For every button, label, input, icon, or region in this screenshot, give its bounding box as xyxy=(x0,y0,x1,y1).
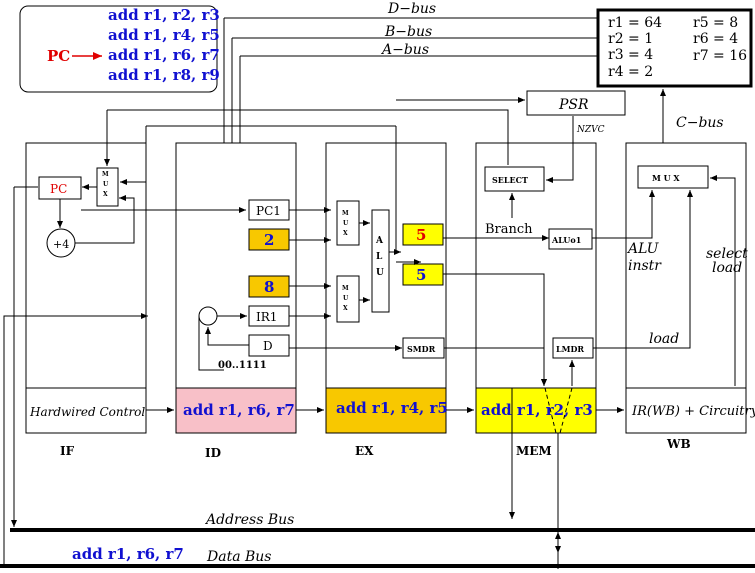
reg-r5: r5 = 8 xyxy=(693,15,738,31)
select-to-if-mux xyxy=(107,109,509,165)
if-mux-u: U xyxy=(103,181,109,188)
nzvc-label: NZVC xyxy=(576,125,605,135)
ex-instruction: add r1, r4, r5 xyxy=(336,399,448,417)
psr-label: PSR xyxy=(558,97,589,113)
data-bus-label: Data Bus xyxy=(206,549,271,565)
ir1-label: IR1 xyxy=(256,310,277,324)
if-mux-m: M xyxy=(102,171,109,178)
stage-if: IF xyxy=(60,444,75,458)
c-bus-label: C−bus xyxy=(676,115,724,131)
select-load-line2: load xyxy=(712,260,742,276)
d-bus-label: D−bus xyxy=(387,1,436,17)
alu-u: U xyxy=(376,268,384,278)
control-to-wb-mux xyxy=(710,175,736,386)
register-file xyxy=(596,8,753,88)
data-bus-instruction: add r1, r6, r7 xyxy=(72,545,184,563)
reg-r7: r7 = 16 xyxy=(693,48,747,64)
id-operand-a-value: 2 xyxy=(264,231,274,249)
select-load-line1: select xyxy=(706,246,748,262)
reg-r4: r4 = 2 xyxy=(608,64,653,80)
adder-to-mux xyxy=(75,195,135,244)
plus4-label: +4 xyxy=(53,238,69,251)
sign-extend xyxy=(198,306,218,326)
d-to-ext xyxy=(205,327,249,346)
aluo1-to-wb-mux xyxy=(592,190,655,239)
alu-l: L xyxy=(376,252,383,262)
mem-instruction: add r1, r2, r3 xyxy=(481,401,593,419)
b-bus-label: B−bus xyxy=(384,24,432,40)
stage-id: ID xyxy=(205,446,221,460)
reg-r6: r6 = 4 xyxy=(693,31,738,47)
id-instruction: add r1, r6, r7 xyxy=(183,401,295,419)
ex-mux-top-x: X xyxy=(343,230,348,237)
ext-loop xyxy=(198,316,224,371)
mem-dashed xyxy=(544,387,573,434)
mem-latch xyxy=(475,387,597,434)
ex-mux-bottom-x: X xyxy=(343,305,348,312)
lmdr-to-wb-mux xyxy=(593,190,693,349)
branch-label: Branch xyxy=(485,222,533,237)
stage-wb: WB xyxy=(666,437,691,451)
select-label: SELECT xyxy=(492,175,528,185)
smdr-to-mem xyxy=(444,347,547,386)
alu-a: A xyxy=(375,236,384,246)
a-bus-label: A−bus xyxy=(380,42,429,58)
program-line-4: add r1, r8, r9 xyxy=(108,66,220,84)
pc1-label: PC1 xyxy=(256,204,281,218)
ex-result-value: 5 xyxy=(416,226,426,244)
data-bus-to-if xyxy=(3,313,148,566)
id-operand-b-value: 8 xyxy=(264,278,274,296)
wb-mux xyxy=(637,165,709,189)
program-line-1: add r1, r2, r3 xyxy=(108,6,220,24)
psr-register xyxy=(526,90,626,116)
select-unit xyxy=(484,166,545,192)
imm-label: 00..1111 xyxy=(218,360,267,371)
wb-stage xyxy=(625,142,747,434)
alu-instr-line2: instr xyxy=(628,258,662,274)
ex-mux-top-m: M xyxy=(342,210,349,217)
aluo1-register xyxy=(548,228,593,250)
wb-mux-label: M U X xyxy=(652,173,680,183)
ex-mux-bottom-m: M xyxy=(342,285,349,292)
aluo1-label: ALUo1 xyxy=(551,235,581,245)
reg-r2: r2 = 1 xyxy=(608,31,653,47)
ex-mux-bottom-u: U xyxy=(343,295,349,302)
stage-ex: EX xyxy=(355,444,374,458)
load-label: load xyxy=(649,331,679,347)
reg-r1: r1 = 64 xyxy=(608,15,662,31)
program-box xyxy=(19,5,218,93)
pc-register-label: PC xyxy=(50,182,67,196)
program-line-3: add r1, r6, r7 xyxy=(108,46,220,64)
reg-r3: r3 = 4 xyxy=(608,47,653,63)
alu-instr-line1: ALU xyxy=(626,241,660,257)
ex-b-value: 5 xyxy=(416,266,426,284)
ex-mux-bottom xyxy=(336,275,360,323)
ex-latch xyxy=(325,387,447,434)
smdr-label: SMDR xyxy=(407,344,436,354)
alu xyxy=(371,209,390,313)
psr-to-select xyxy=(546,116,574,183)
program-line-2: add r1, r4, r5 xyxy=(108,26,220,44)
pc-pointer-label: PC xyxy=(47,47,70,65)
address-bus-label: Address Bus xyxy=(204,512,294,528)
lmdr-label: LMDR xyxy=(556,344,584,354)
ex-mux-top-u: U xyxy=(343,220,349,227)
d-label: D xyxy=(263,339,273,353)
stage-mem: MEM xyxy=(516,444,552,458)
wb-circuitry: IR(WB) + Circuitry xyxy=(631,404,755,419)
hardwired-control: Hardwired Control xyxy=(29,405,145,419)
branch-target-to-mux xyxy=(120,126,147,185)
if-mux-x: X xyxy=(103,191,108,198)
ex-result-reg xyxy=(402,223,444,246)
